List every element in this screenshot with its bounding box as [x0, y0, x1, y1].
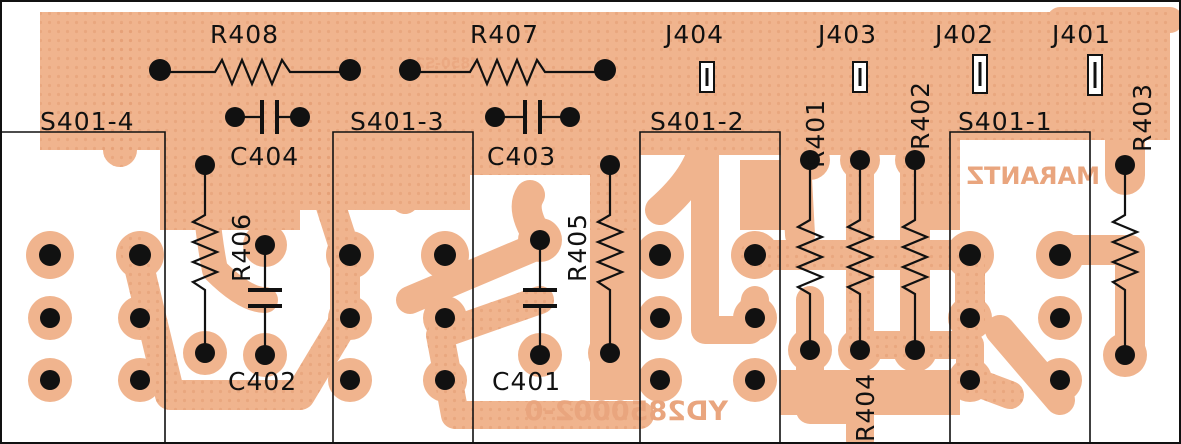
resistor-r402-symbol [900, 160, 930, 350]
jack-symbols [699, 54, 1103, 96]
resistor-r405-symbol [595, 165, 625, 353]
pad [435, 370, 455, 390]
label-j401: J401 [1050, 20, 1111, 49]
pad [960, 370, 980, 390]
resistor-r401-symbol [795, 160, 825, 350]
pad [40, 308, 60, 328]
copper-texture [40, 12, 1170, 429]
switch-s4013-outline [332, 131, 474, 443]
pad [195, 155, 215, 175]
label-r401: R401 [801, 99, 830, 168]
pad [745, 370, 765, 390]
pad [255, 235, 275, 255]
label-c403: C403 [487, 142, 556, 171]
pad [339, 59, 361, 81]
label-c401: C401 [492, 367, 561, 396]
pad [1050, 370, 1070, 390]
pad [744, 244, 766, 266]
component-labels: R408 R407 J404 J403 J402 J401 S401-4 S40… [40, 20, 1157, 442]
pad [800, 340, 820, 360]
switch-outlines [0, 131, 1091, 443]
pad [905, 150, 925, 170]
pad [600, 155, 620, 175]
label-r407: R407 [470, 20, 539, 49]
label-j404: J404 [663, 20, 724, 49]
pad [1115, 155, 1135, 175]
pad [594, 59, 616, 81]
pad [959, 244, 981, 266]
pad [195, 343, 215, 363]
pad [650, 308, 670, 328]
label-r403: R403 [1128, 83, 1157, 152]
pad [225, 107, 245, 127]
resistor-r408-symbol [160, 57, 350, 87]
solder-pads [39, 59, 1135, 390]
label-s4014: S401-4 [40, 107, 135, 136]
pad [1050, 308, 1070, 328]
resistor-r406-symbol [190, 165, 220, 353]
pad [530, 345, 550, 365]
pad [960, 308, 980, 328]
brand-mark: MARANTZ [967, 162, 1100, 190]
pad [650, 370, 670, 390]
pad [649, 244, 671, 266]
pad [340, 308, 360, 328]
pad [800, 150, 820, 170]
switch-s4012-outline [639, 131, 781, 443]
label-c402: C402 [228, 367, 297, 396]
pad [435, 308, 455, 328]
label-j402: J402 [933, 20, 994, 49]
resistor-r407-symbol [410, 57, 605, 87]
pad [850, 150, 870, 170]
label-s4012: S401-2 [650, 107, 745, 136]
pad [340, 370, 360, 390]
resistor-r403-symbol [1110, 165, 1140, 355]
switch-s4014-outline [0, 131, 166, 443]
pad [399, 59, 421, 81]
pad [434, 244, 456, 266]
label-j403: J403 [816, 20, 877, 49]
switch-s4011-outline [949, 131, 1091, 443]
pad [130, 370, 150, 390]
pad [255, 345, 275, 365]
pad [530, 230, 550, 250]
label-r408: R408 [210, 20, 279, 49]
pad [600, 343, 620, 363]
pad [1115, 345, 1135, 365]
label-c404: C404 [230, 142, 299, 171]
pad [560, 107, 580, 127]
part-number: YD2850002-0 [525, 396, 729, 427]
pad [1049, 244, 1071, 266]
label-r406: R406 [227, 213, 256, 282]
pad [40, 370, 60, 390]
pad [129, 244, 151, 266]
pad [905, 340, 925, 360]
small-mark: 2850-S2 [415, 56, 480, 72]
pad [745, 308, 765, 328]
pad [290, 107, 310, 127]
label-r402: R402 [906, 81, 935, 150]
label-s4011: S401-1 [958, 107, 1053, 136]
pad [485, 107, 505, 127]
mirrored-markings: MARANTZ YD2850002-0 2850-S2 [415, 56, 1100, 427]
pad [850, 340, 870, 360]
pad [339, 244, 361, 266]
label-r405: R405 [563, 213, 592, 282]
label-s4013: S401-3 [350, 107, 445, 136]
pad [39, 244, 61, 266]
label-r404: R404 [851, 373, 880, 442]
pad [130, 308, 150, 328]
pad [149, 59, 171, 81]
resistor-r404-symbol [845, 160, 875, 350]
